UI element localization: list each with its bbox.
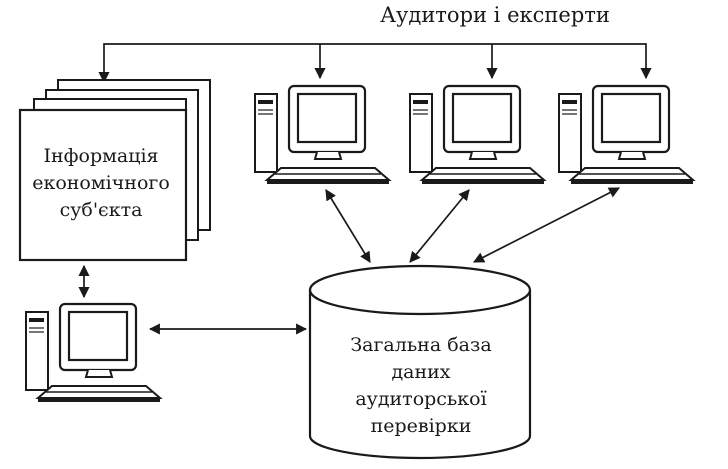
database-label-line-3: аудиторської: [355, 388, 487, 410]
database-label: Загальна база даних аудиторської перевір…: [318, 332, 524, 440]
auditor-workstation-3-icon: [557, 84, 695, 186]
entity-workstation-icon: [24, 302, 162, 404]
entity-information-label: Інформація економічного суб'єкта: [22, 143, 180, 224]
workstation-2-to-database-arrow: [409, 189, 470, 263]
entity-information-line-2: економічного: [32, 172, 170, 194]
workstation-1-to-database-arrow: [325, 189, 371, 263]
auditors-and-experts-label: Аудитори і експерти: [380, 3, 610, 27]
auditor-workstation-1-icon: [253, 84, 391, 186]
auditor-distribution-connector: [98, 43, 652, 84]
database-label-line-1: Загальна база: [350, 334, 492, 356]
database-label-line-2: даних: [391, 361, 451, 383]
workstation-3-to-database-arrow: [473, 187, 620, 263]
database-label-line-4: перевірки: [370, 415, 472, 437]
entity-information-line-1: Інформація: [43, 145, 159, 167]
document-stack-icon: [18, 79, 211, 262]
entity-information-line-3: суб'єкта: [59, 199, 143, 221]
database-cylinder-icon: [308, 264, 532, 460]
auditor-workstation-2-icon: [408, 84, 546, 186]
